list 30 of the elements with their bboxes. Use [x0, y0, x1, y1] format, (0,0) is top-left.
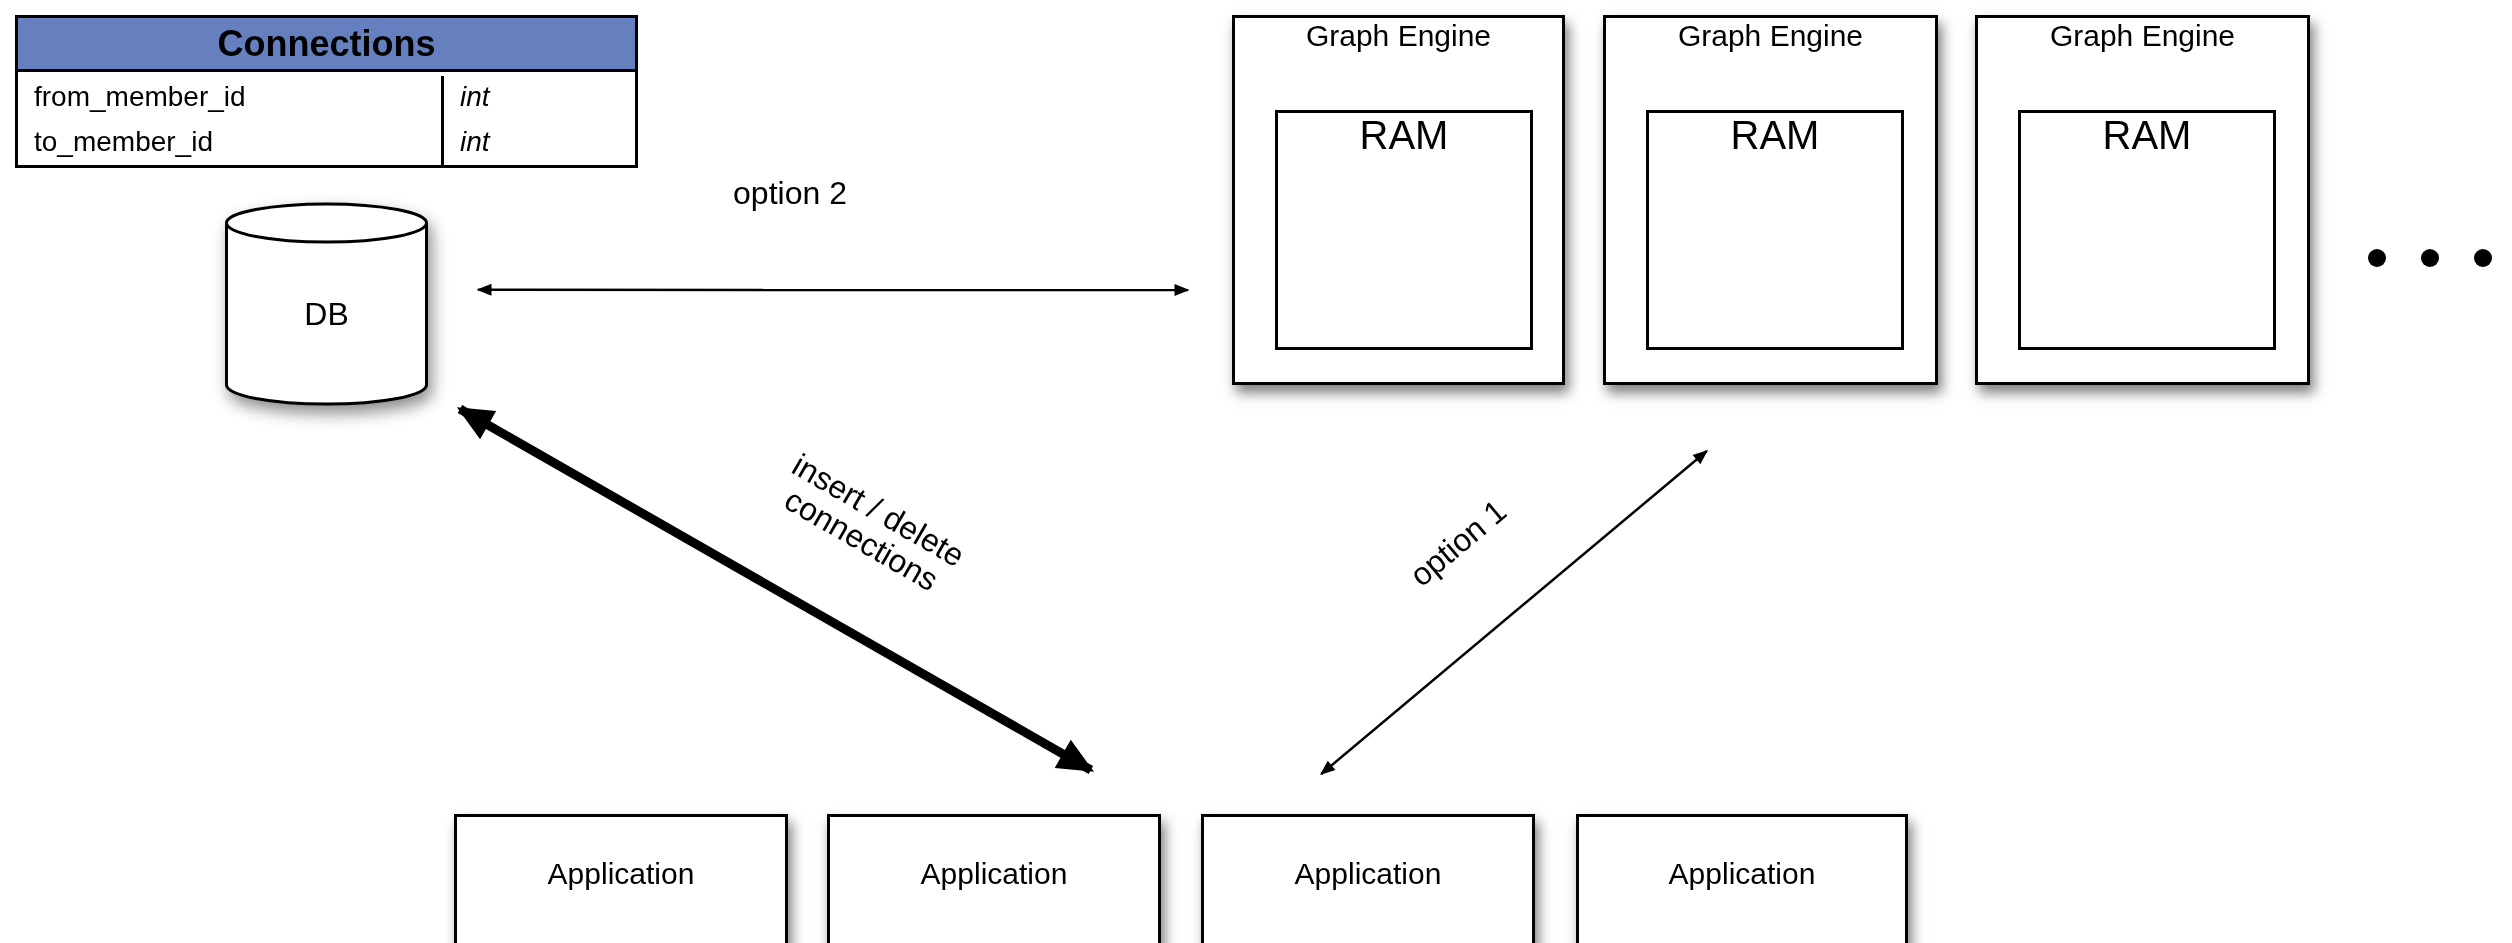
engine-box — [1975, 15, 2310, 385]
arrow — [456, 405, 1094, 774]
arrow — [1320, 450, 1708, 775]
application-box — [454, 814, 788, 943]
node-label: DB — [304, 295, 349, 334]
node-label: Application — [547, 859, 695, 889]
application-box — [827, 814, 1161, 943]
arrow — [476, 283, 1190, 296]
node-label: RAM — [1359, 115, 1449, 155]
type-cell: int — [460, 125, 490, 157]
node-label: Graph Engine — [2049, 21, 2236, 51]
application-box — [1201, 814, 1535, 943]
memory-box — [1275, 110, 1533, 350]
node-label: RAM — [2102, 115, 2192, 155]
node-label: Application — [1668, 859, 1816, 889]
field-cell: to_member_id — [34, 125, 213, 157]
memory-box — [1646, 110, 1904, 350]
node-label: Graph Engine — [1305, 21, 1492, 51]
node-label: Graph Engine — [1677, 21, 1864, 51]
table — [15, 15, 638, 168]
application-box — [1576, 814, 1908, 943]
type-cell: int — [460, 81, 490, 112]
field-cell: from_member_id — [34, 81, 246, 112]
node-label: Application — [920, 859, 1068, 889]
engine-box — [1603, 15, 1938, 385]
node-label: RAM — [1730, 115, 1820, 155]
table-header: Connections — [18, 18, 635, 72]
node-label: Application — [1294, 859, 1442, 889]
memory-box — [2018, 110, 2276, 350]
engine-box — [1232, 15, 1565, 385]
